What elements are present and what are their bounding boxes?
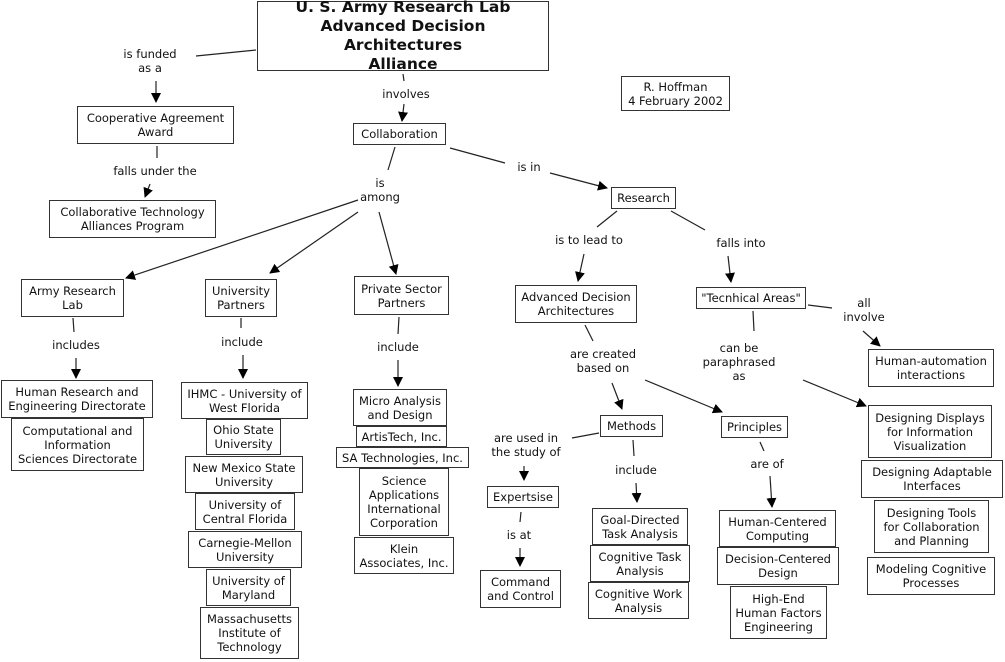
private-partner-item[interactable]: SA Technologies, Inc. [336,447,469,468]
principle-item[interactable]: High-End Human Factors Engineering [730,586,827,639]
link-label-is-at: is at [506,528,532,542]
link-label-is-in: is in [517,160,541,174]
link-arrow [802,379,867,408]
link-line [519,511,522,523]
concept-principles[interactable]: Principles [721,416,788,438]
concept-advanced-decision-architectures[interactable]: Advanced Decision Architectures [515,285,637,323]
university-item[interactable]: Massachusetts Institute of Technology [200,607,299,659]
university-item[interactable]: New Mexico State University [185,456,303,493]
concept-cta-program[interactable]: Collaborative Technology Alliances Progr… [49,200,216,238]
university-item[interactable]: University of Central Florida [195,493,295,530]
link-label-falls-under: falls under the [113,164,197,178]
link-label-methods-include: include [615,463,657,477]
concept-private-sector-partners[interactable]: Private Sector Partners [354,276,449,315]
link-arrow [378,211,399,275]
concept-cooperative-agreement[interactable]: Cooperative Agreement Award [77,106,234,144]
link-label-involves: involves [382,87,430,101]
author-date-note: R. Hoffman 4 February 2002 [621,76,730,111]
link-line [195,49,257,57]
link-label-funded: is funded as a [123,47,177,75]
link-arrow [725,255,735,283]
link-line [759,441,765,452]
link-arrow [862,330,881,347]
principle-item[interactable]: Decision-Centered Design [717,547,839,585]
link-arrow [575,253,585,282]
university-item[interactable]: University of Maryland [206,569,291,606]
link-line [584,324,594,342]
link-label-paraphrased: can be paraphrased as [702,341,776,383]
concept-command-and-control[interactable]: Command and Control [480,570,561,608]
private-partner-item[interactable]: Micro Analysis and Design [353,389,447,426]
link-label-includes: includes [52,338,100,352]
link-label-created-based: are created based on [569,347,637,375]
link-arrow [631,482,642,503]
concept-technical-areas[interactable]: "Tecnhical Areas" [696,287,806,309]
link-arrow [644,379,723,414]
university-item[interactable]: IHMC - University of West Florida [181,382,308,419]
technical-area-item[interactable]: Designing Tools for Collaboration and Pl… [874,500,989,553]
link-line [72,317,75,333]
private-partner-item[interactable]: Klein Associates, Inc. [354,537,454,574]
link-label-are-of: are of [750,457,784,471]
link-arrow [125,199,359,280]
concept-human-automation[interactable]: Human-automation interactions [868,349,994,387]
link-line [397,316,400,335]
link-label-is-among: is among [360,176,400,204]
link-arrow [611,382,624,410]
link-line [632,439,635,457]
private-partner-item[interactable]: ArtisTech, Inc. [356,426,447,447]
technical-area-item[interactable]: Modeling Cognitive Processes [867,557,995,595]
arl-item[interactable]: Computational and Information Sciences D… [11,418,144,471]
concept-army-research-lab[interactable]: Army Research Lab [21,279,124,317]
link-line [571,432,600,439]
link-label-univ-include: include [221,335,263,349]
link-line [402,73,405,82]
link-label-all-involve: all involve [843,296,885,324]
link-line [807,304,833,309]
link-label-private-include: include [377,340,419,354]
concept-university-partners[interactable]: University Partners [205,279,277,317]
method-item[interactable]: Cognitive Work Analysis [588,582,689,619]
link-arrow [766,475,777,508]
university-item[interactable]: Carnegie-Mellon University [188,531,302,568]
concept-collaboration[interactable]: Collaboration [353,123,446,145]
link-arrow [398,103,409,122]
concept-methods[interactable]: Methods [600,415,663,437]
technical-area-item[interactable]: Designing Adaptable Interfaces [861,460,1003,498]
link-line [449,147,506,164]
technical-area-item[interactable]: Designing Displays for Information Visua… [868,405,992,458]
link-label-falls-into: falls into [716,236,766,250]
link-label-lead-to: is to lead to [555,233,623,247]
link-arrow [143,183,153,198]
link-line [596,210,618,228]
link-label-used-in: are used in the study of [491,431,561,459]
link-line [752,310,755,332]
concept-expertise[interactable]: Expertsise [487,486,559,508]
link-line [387,146,396,171]
arl-item[interactable]: Human Research and Engineering Directora… [1,380,153,418]
method-item[interactable]: Cognitive Task Analysis [590,545,690,582]
method-item[interactable]: Goal-Directed Task Analysis [592,508,688,545]
link-line [670,210,706,231]
link-arrow [549,172,608,191]
university-item[interactable]: Ohio State University [206,419,281,455]
title-concept[interactable]: U. S. Army Research Lab Advanced Decisio… [257,0,549,73]
principle-item[interactable]: Human-Centered Computing [719,510,836,547]
concept-research[interactable]: Research [611,187,676,209]
private-partner-item[interactable]: Science Applications International Corpo… [359,468,449,536]
link-arrow [269,211,359,274]
